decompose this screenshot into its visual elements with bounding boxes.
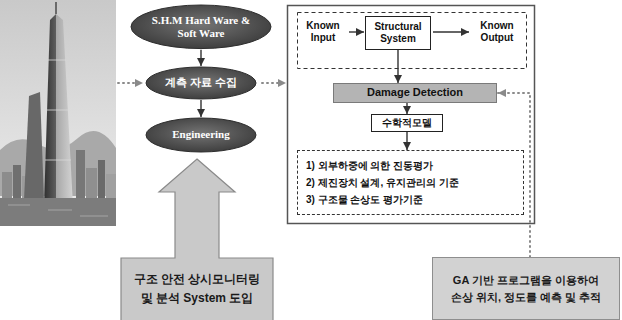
criteria-box: 1) 외부하중에 의한 진동평가2) 제진장치 설계, 유지관리의 기준3) 구… <box>297 150 524 215</box>
detection-band: Damage Detection <box>333 83 497 103</box>
node-text: 3) 구조물 손상도 평가기준 <box>306 191 459 208</box>
flow-arrow <box>397 50 398 83</box>
input-label: Known Input <box>299 17 347 47</box>
node-text: Known Input <box>301 20 345 44</box>
node-text: Damage Detection <box>367 86 463 99</box>
flow-arrow <box>200 100 201 117</box>
node-text: Known Output <box>472 20 522 44</box>
text-group: Engineering <box>172 128 229 141</box>
ellipse-shape <box>146 118 256 152</box>
ellipse-shape <box>131 5 271 49</box>
system-dashed-frame <box>298 13 527 69</box>
flow-arrow <box>406 103 407 114</box>
ellipse-node: S.H.M Hard Ware & Soft Ware <box>130 4 272 50</box>
tower-spire <box>55 2 57 14</box>
sea-reflection <box>8 205 108 216</box>
dotted-pointer <box>118 82 143 84</box>
output-label: Known Output <box>470 17 524 47</box>
dotted-pointer <box>262 82 286 84</box>
text-group: Structural System <box>370 21 426 45</box>
text-group: Damage Detection <box>367 86 463 99</box>
flow-arrow <box>433 31 469 32</box>
block-arrow-shape <box>121 159 273 320</box>
ellipse-node: 계측 자료 수집 <box>145 66 257 100</box>
node-text: 1) 외부하중에 의한 진동평가 <box>306 157 459 174</box>
process-box: 수학적모델 <box>371 114 443 132</box>
note-box: GA 기반 프로그램을 이용하여 손상 위치, 정도를 예측 및 추적 <box>432 257 620 320</box>
flow-arrow <box>200 50 201 66</box>
text-group: 계측 자료 수집 <box>165 76 237 89</box>
node-text: Structural System <box>370 21 426 45</box>
node-text: GA 기반 프로그램을 이용하여 손상 위치, 정도를 예측 및 추적 <box>446 272 606 305</box>
sea <box>0 198 116 226</box>
ellipse-node: Engineering <box>145 117 257 153</box>
node-text: 2) 제진장치 설계, 유지관리의 기준 <box>306 174 459 191</box>
node-text: S.H.M Hard Ware & Soft Ware <box>151 14 251 40</box>
ellipse-shape <box>146 67 256 99</box>
text-group: S.H.M Hard Ware & Soft Ware <box>151 14 251 40</box>
block-arrow: 구조 안전 상시모니터링 및 분석 System 도입 <box>120 158 274 320</box>
flow-arrow <box>349 31 364 32</box>
node-text: 계측 자료 수집 <box>165 76 237 89</box>
node-text: Engineering <box>172 128 229 141</box>
tower-photo <box>0 0 116 226</box>
node-text: 구조 안전 상시모니터링 및 분석 System 도입 <box>128 270 266 307</box>
flow-arrow <box>406 132 407 150</box>
sky <box>0 0 116 226</box>
second-tower <box>24 92 44 200</box>
text-group: Known Output <box>472 20 522 44</box>
process-box: Structural System <box>365 16 431 50</box>
node-text: 수학적모델 <box>382 117 432 129</box>
text-group: 수학적모델 <box>382 117 432 129</box>
text-group: Known Input <box>301 20 345 44</box>
text-group: 구조 안전 상시모니터링 및 분석 System 도입 <box>128 270 266 307</box>
text-group: GA 기반 프로그램을 이용하여 손상 위치, 정도를 예측 및 추적 <box>446 272 606 305</box>
text-group: 1) 외부하중에 의한 진동평가2) 제진장치 설계, 유지관리의 기준3) 구… <box>306 157 459 208</box>
tower-bands <box>45 60 71 160</box>
analysis-panel <box>288 6 535 224</box>
